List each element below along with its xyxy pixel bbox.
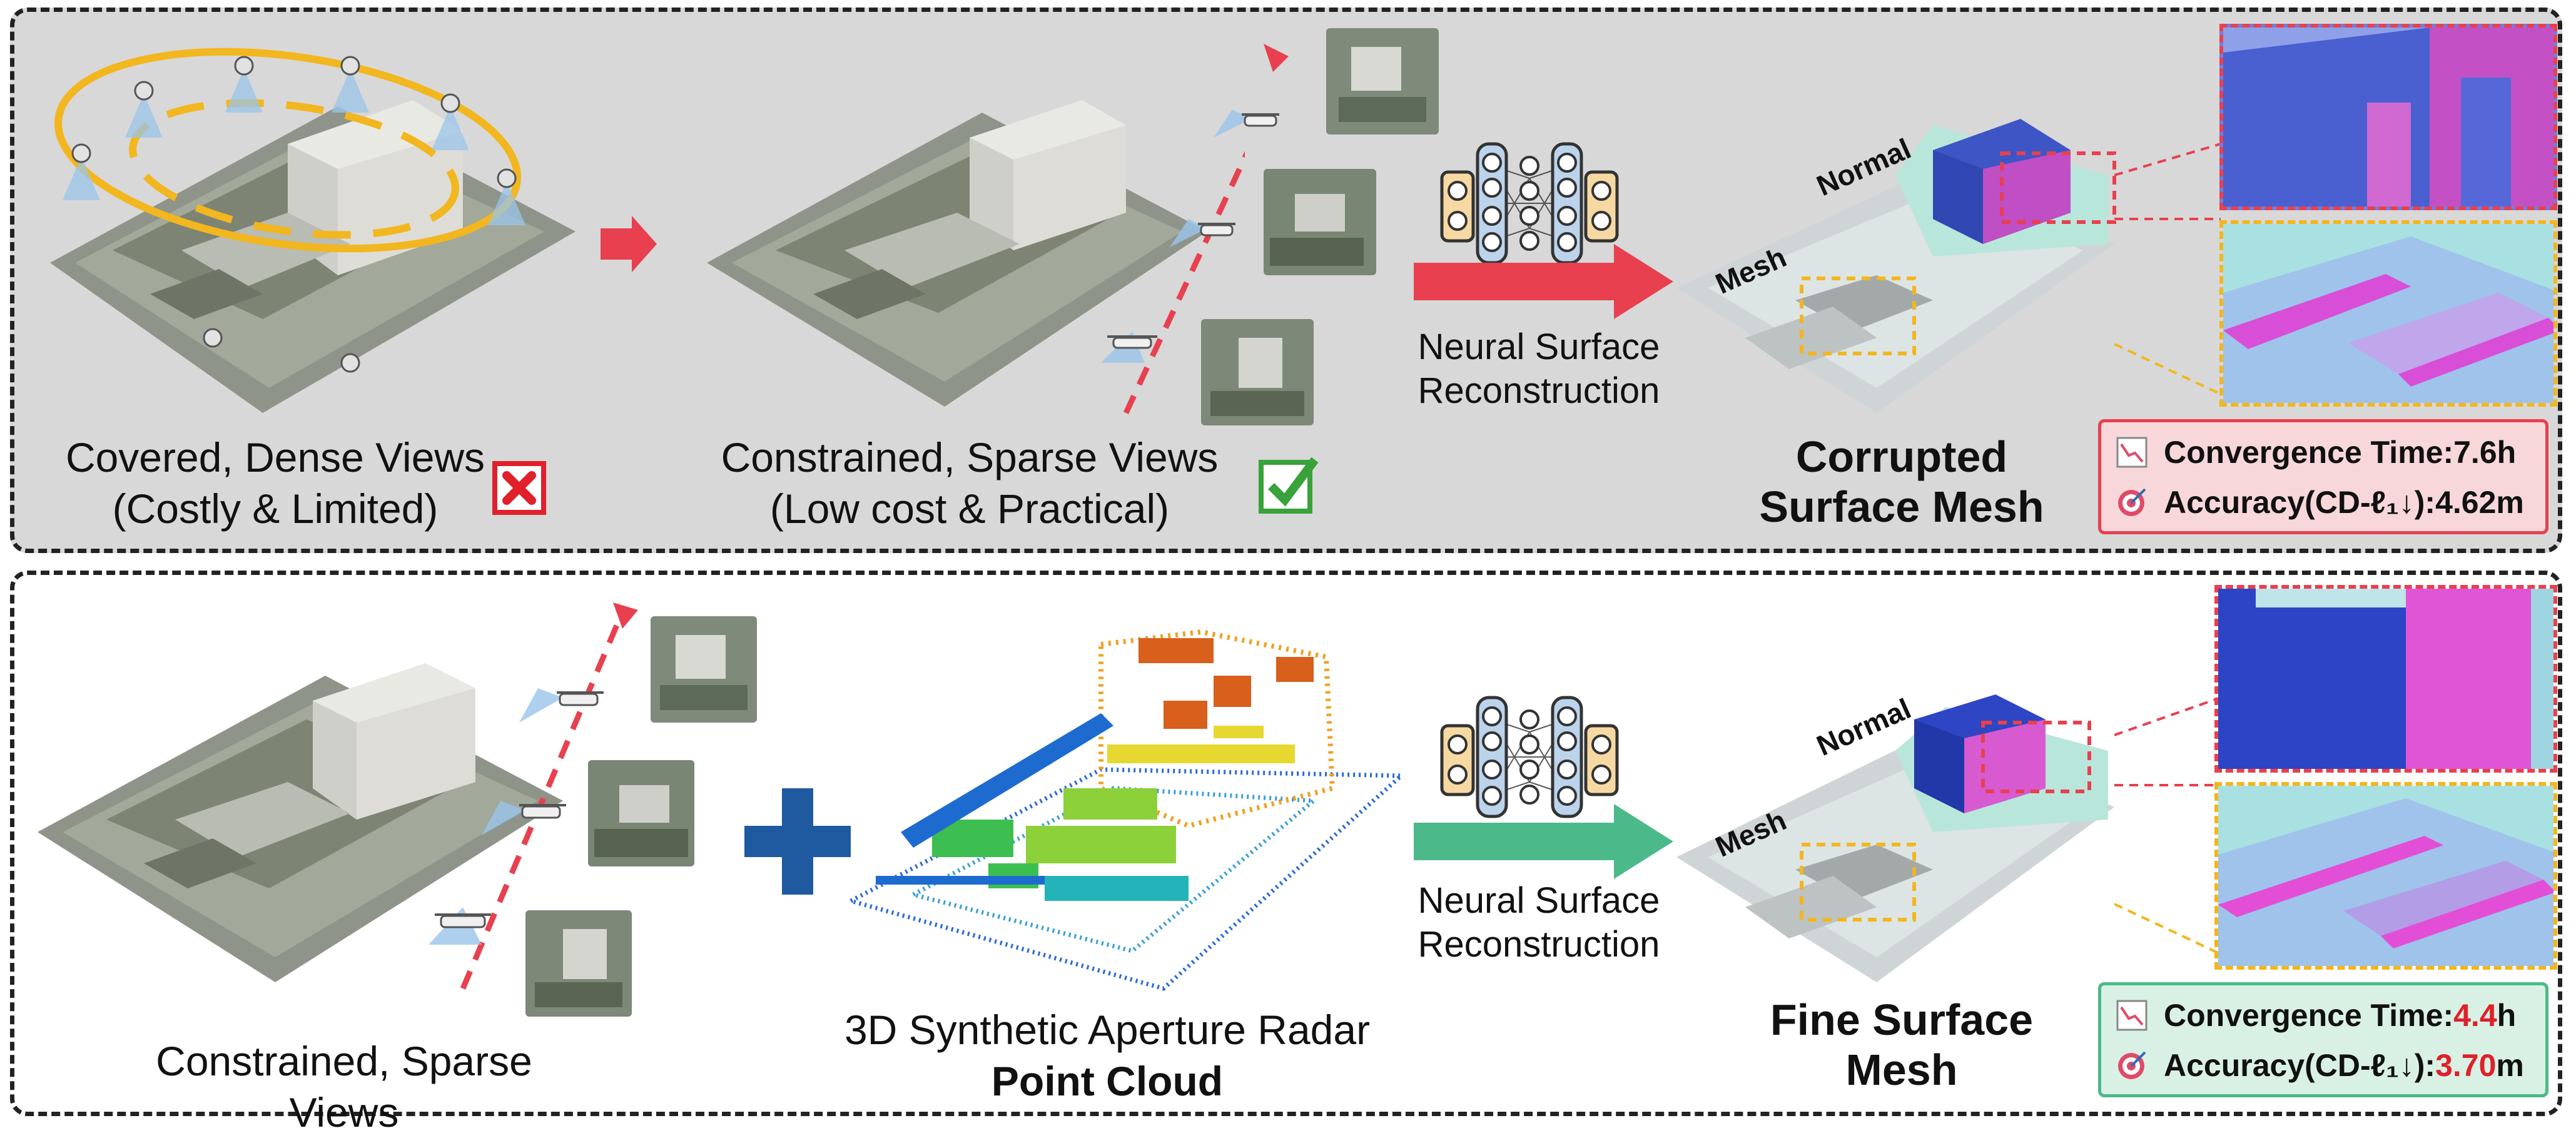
dense-views-scene [25,25,588,425]
metrics-box-corrupted: Convergence Time: 7.6h Accuracy(CD-ℓ₁↓):… [2098,419,2548,534]
target-icon [2118,1051,2146,1079]
metric-accuracy-unit-bottom: m [2496,1048,2524,1083]
view-thumbnail [525,910,632,1017]
view-thumbnail [588,760,694,866]
arrow-icon [588,597,644,641]
view-thumbnail [651,616,757,723]
sparse-views-caption-bottom: Constrained, Sparse Views [156,1038,532,1135]
zoom-normal-top [2219,24,2557,210]
metric-time-value-bottom: 4.4 [2453,998,2497,1033]
metric-accuracy-value-bottom: 3.70 [2435,1048,2497,1083]
drone-icon [513,679,607,729]
sparse-views-scene-bottom [25,594,688,995]
nsr-label: Neural Surface Reconstruction [1417,327,1660,411]
metric-accuracy-label-bottom: Accuracy(CD-ℓ₁↓): [2164,1048,2436,1083]
zoom-connector-lines-bottom [2114,579,2221,979]
fine-mesh-render [1670,657,2121,995]
corrupted-mesh-title: Corrupted Surface Mesh [1759,432,2044,531]
arrow-icon [597,213,660,275]
drone-icon [1164,213,1239,257]
arrow-icon [1414,241,1676,322]
zoom-connector-lines [2114,19,2221,407]
zoom-normal-bottom [2214,585,2557,773]
convergence-chart-icon [2116,437,2148,468]
arrow-icon [1226,38,1301,88]
convergence-chart-icon [2116,1000,2148,1031]
nsr-label-bottom: Neural Surface Reconstruction [1417,880,1660,965]
metric-time-label: Convergence Time: [2164,435,2454,470]
metric-time-value: 7.6h [2453,435,2517,470]
corrupted-mesh-render [1670,100,2121,425]
sparse-views-scene [694,25,1245,425]
view-thumbnail [1326,28,1439,135]
zoom-mesh-top [2219,220,2557,407]
drone-icon [475,791,569,841]
drone-icon [1207,103,1282,147]
view-thumbnail [1264,169,1376,275]
plus-icon [741,785,854,898]
sar-point-cloud [838,601,1420,1001]
fine-mesh-title: Fine Surface Mesh [1770,995,2034,1094]
cross-icon [491,460,547,516]
metric-time-unit-bottom: h [2497,998,2517,1033]
metric-accuracy-label: Accuracy(CD-ℓ₁↓): [2164,485,2436,520]
view-thumbnail [1201,319,1314,425]
metric-time-label-bottom: Convergence Time: [2164,998,2454,1033]
sar-caption: 3D Synthetic Aperture Radar Point Cloud [844,1007,1371,1104]
metric-accuracy-value: 4.62m [2435,485,2524,520]
neural-network-icon [1439,694,1620,820]
neural-network-icon [1439,141,1620,266]
arrow-icon [1414,801,1676,882]
target-icon [2118,488,2146,516]
dense-views-caption: Covered, Dense Views (Costly & Limited) [65,434,485,532]
check-icon [1257,454,1320,516]
drone-icon [419,901,513,951]
zoom-mesh-bottom [2214,782,2557,970]
sparse-views-caption: Constrained, Sparse Views (Low cost & Pr… [721,434,1219,532]
drone-icon [1095,325,1170,369]
